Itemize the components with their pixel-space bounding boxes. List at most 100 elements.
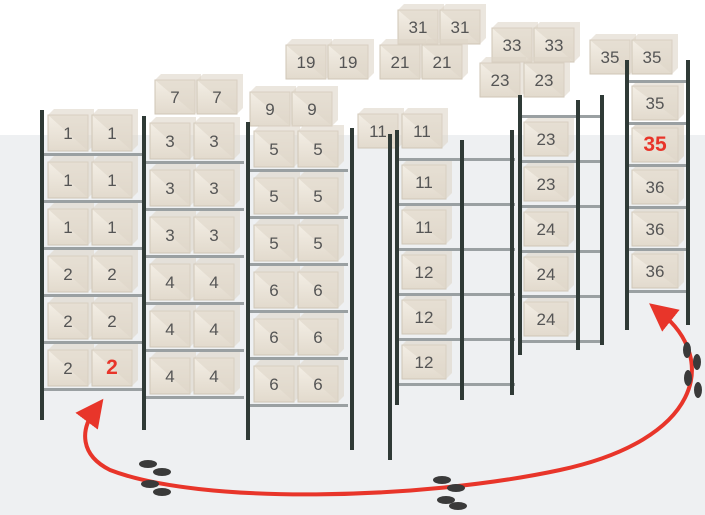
box-number-label: 3 [165,132,174,151]
box-number-label: 36 [646,262,665,281]
storage-box-second: 12 [402,339,452,379]
rack-shelf [625,290,690,293]
storage-box-front: 6 [298,266,344,308]
storage-box-second: 9 [292,86,338,126]
storage-box-second: 12 [402,294,452,334]
storage-box-third: 19 [286,39,332,79]
storage-box-second: 7 [197,74,243,114]
rack-post [350,128,354,450]
box-number-label: 33 [503,36,522,55]
box-number-label: 36 [646,220,665,239]
rack-post [142,116,146,430]
storage-box-third: 23 [524,57,570,97]
rack-shelf [518,250,600,253]
rack-shelf [625,248,690,251]
storage-box-second: 12 [402,249,452,289]
rack-shelf [40,341,142,344]
box-number-label: 35 [601,48,620,67]
storage-box-third: 19 [328,39,374,79]
box-number-label: 23 [491,71,510,90]
box-number-label: 2 [107,265,116,284]
rack-shelf [518,295,600,298]
storage-box-back: 31 [440,4,486,44]
storage-box-third: 24 [524,251,574,291]
box-number-label: 1 [63,171,72,190]
storage-box-second: 11 [402,159,452,199]
storage-box-front: 1 [92,203,138,245]
rack-shelf [395,293,515,296]
storage-box-front: 1 [92,109,138,151]
rack-shelf [518,340,600,343]
rack-shelf [518,115,600,118]
storage-box-front: 5 [254,219,300,261]
storage-box-second: 11 [402,204,452,244]
storage-box-front: 3 [150,164,196,206]
storage-box-front: 6 [298,360,344,402]
storage-box-third: 24 [524,206,574,246]
storage-box-third: 21 [422,39,468,79]
box-number-label: 5 [269,140,278,159]
rack-shelf [518,205,600,208]
rack-shelf [625,122,690,125]
storage-box-front: 1 [48,109,94,151]
rack-post [395,130,399,405]
box-number-label: 9 [307,100,316,119]
rack-shelf [142,302,244,305]
storage-box-front: 3 [194,117,240,159]
rack-shelf [142,208,244,211]
rack-shelf [395,383,515,386]
storage-box-back: 36 [632,206,684,246]
box-number-label: 19 [297,53,316,72]
box-number-label: 11 [413,122,431,141]
storage-box-front: 5 [298,219,344,261]
box-number-label: 36 [646,178,665,197]
box-number-label: 35 [646,94,665,113]
rack-shelf [395,338,515,341]
box-number-label: 23 [535,71,554,90]
rack-shelf [625,164,690,167]
rack-shelf [625,206,690,209]
storage-box-front: 1 [48,203,94,245]
storage-box-second: 11 [402,108,448,148]
storage-box-third: 24 [524,296,574,336]
box-number-label: 6 [313,375,322,394]
box-number-label: 4 [209,320,218,339]
storage-box-front: 4 [194,352,240,394]
rack-post [40,110,44,420]
storage-box-front: 4 [194,258,240,300]
box-number-label: 6 [269,328,278,347]
storage-box-front: 2 [92,250,138,292]
box-number-label: 11 [369,122,387,141]
box-number-label: 19 [339,53,358,72]
box-number-label: 3 [209,179,218,198]
box-number-label: 2 [63,312,72,331]
box-number-label: 4 [209,273,218,292]
box-number-label: 3 [209,132,218,151]
rack-shelf [395,248,515,251]
box-number-label: 11 [415,173,433,192]
rack-post [518,95,522,355]
storage-box-front: 2 [48,344,94,386]
box-number-label: 23 [537,175,556,194]
box-number-label: 4 [165,367,174,386]
storage-box-front: 2 [92,297,138,339]
storage-box-front: 6 [254,266,300,308]
storage-box-front: 3 [194,211,240,253]
storage-box-front: 5 [254,125,300,167]
box-number-label: 2 [107,312,116,331]
storage-box-front: 3 [194,164,240,206]
rack-post [576,100,580,350]
storage-box-back: 35 [632,80,684,120]
rack-shelf [142,349,244,352]
box-number-label: 5 [313,140,322,159]
rack-shelf [246,404,348,407]
box-number-label: 5 [269,234,278,253]
rack-shelf [246,357,348,360]
box-number-label: 6 [313,328,322,347]
box-number-label: 7 [170,88,179,107]
storage-box-front: 4 [150,305,196,347]
box-number-label: 4 [209,367,218,386]
box-number-label: 24 [537,220,556,239]
storage-box-back: 36 [632,164,684,204]
